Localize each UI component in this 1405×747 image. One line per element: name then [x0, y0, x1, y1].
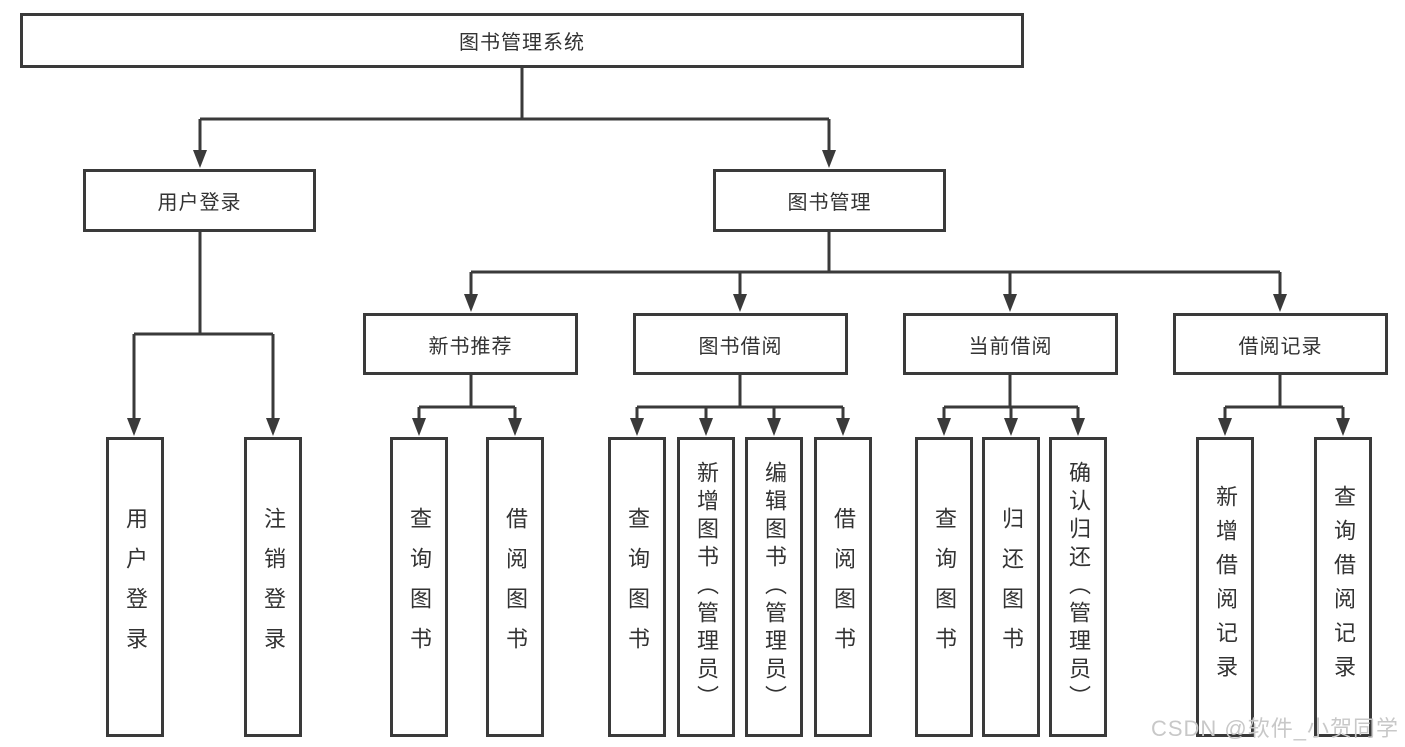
- leaf-return-book: 归还图书: [982, 437, 1040, 737]
- node-user-login: 用户登录: [83, 169, 316, 232]
- leaf-user-login: 用户登录: [106, 437, 164, 737]
- node-book-borrow-label: 图书借阅: [698, 335, 783, 358]
- node-root-label: 图书管理系统: [459, 32, 585, 54]
- leaf-borrow-books-1-label: 借阅图书: [503, 507, 528, 667]
- leaf-query-books-2-label: 查询图书: [625, 507, 650, 667]
- leaf-add-book-admin: 新增图书（管理员）: [677, 437, 735, 737]
- leaf-query-books-3-label: 查询图书: [932, 507, 957, 667]
- leaf-edit-book-admin: 编辑图书（管理员）: [745, 437, 803, 737]
- leaf-confirm-return-admin-label: 确认归还（管理员）: [1066, 461, 1091, 713]
- leaf-add-borrow-record-label: 新增借阅记录: [1213, 485, 1238, 689]
- watermark: CSDN @软件_小贺同学: [1150, 716, 1399, 741]
- leaf-query-books-3: 查询图书: [915, 437, 973, 737]
- leaf-logout: 注销登录: [244, 437, 302, 737]
- node-root: 图书管理系统: [20, 13, 1024, 68]
- leaf-edit-book-admin-label: 编辑图书（管理员）: [762, 461, 787, 713]
- leaf-return-book-label: 归还图书: [999, 507, 1024, 667]
- leaf-borrow-books-2: 借阅图书: [814, 437, 872, 737]
- node-book-management-label: 图书管理: [787, 192, 872, 214]
- leaf-query-borrow-record: 查询借阅记录: [1314, 437, 1372, 737]
- node-current-borrow-label: 当前借阅: [968, 335, 1053, 358]
- node-book-borrow: 图书借阅: [633, 313, 848, 375]
- leaf-query-books-1: 查询图书: [390, 437, 448, 737]
- node-current-borrow: 当前借阅: [903, 313, 1118, 375]
- leaf-borrow-books-1: 借阅图书: [486, 437, 544, 737]
- node-user-login-label: 用户登录: [157, 192, 242, 214]
- node-new-book-recommend-label: 新书推荐: [428, 335, 513, 358]
- leaf-query-books-1-label: 查询图书: [407, 507, 432, 667]
- leaf-add-borrow-record: 新增借阅记录: [1196, 437, 1254, 737]
- leaf-query-books-2: 查询图书: [608, 437, 666, 737]
- node-borrow-records: 借阅记录: [1173, 313, 1388, 375]
- node-new-book-recommend: 新书推荐: [363, 313, 578, 375]
- node-borrow-records-label: 借阅记录: [1238, 335, 1323, 358]
- leaf-logout-label: 注销登录: [261, 507, 286, 667]
- leaf-user-login-label: 用户登录: [123, 507, 148, 667]
- leaf-confirm-return-admin: 确认归还（管理员）: [1049, 437, 1107, 737]
- leaf-add-book-admin-label: 新增图书（管理员）: [694, 461, 719, 713]
- leaf-borrow-books-2-label: 借阅图书: [831, 507, 856, 667]
- leaf-query-borrow-record-label: 查询借阅记录: [1331, 485, 1356, 689]
- node-book-management: 图书管理: [713, 169, 946, 232]
